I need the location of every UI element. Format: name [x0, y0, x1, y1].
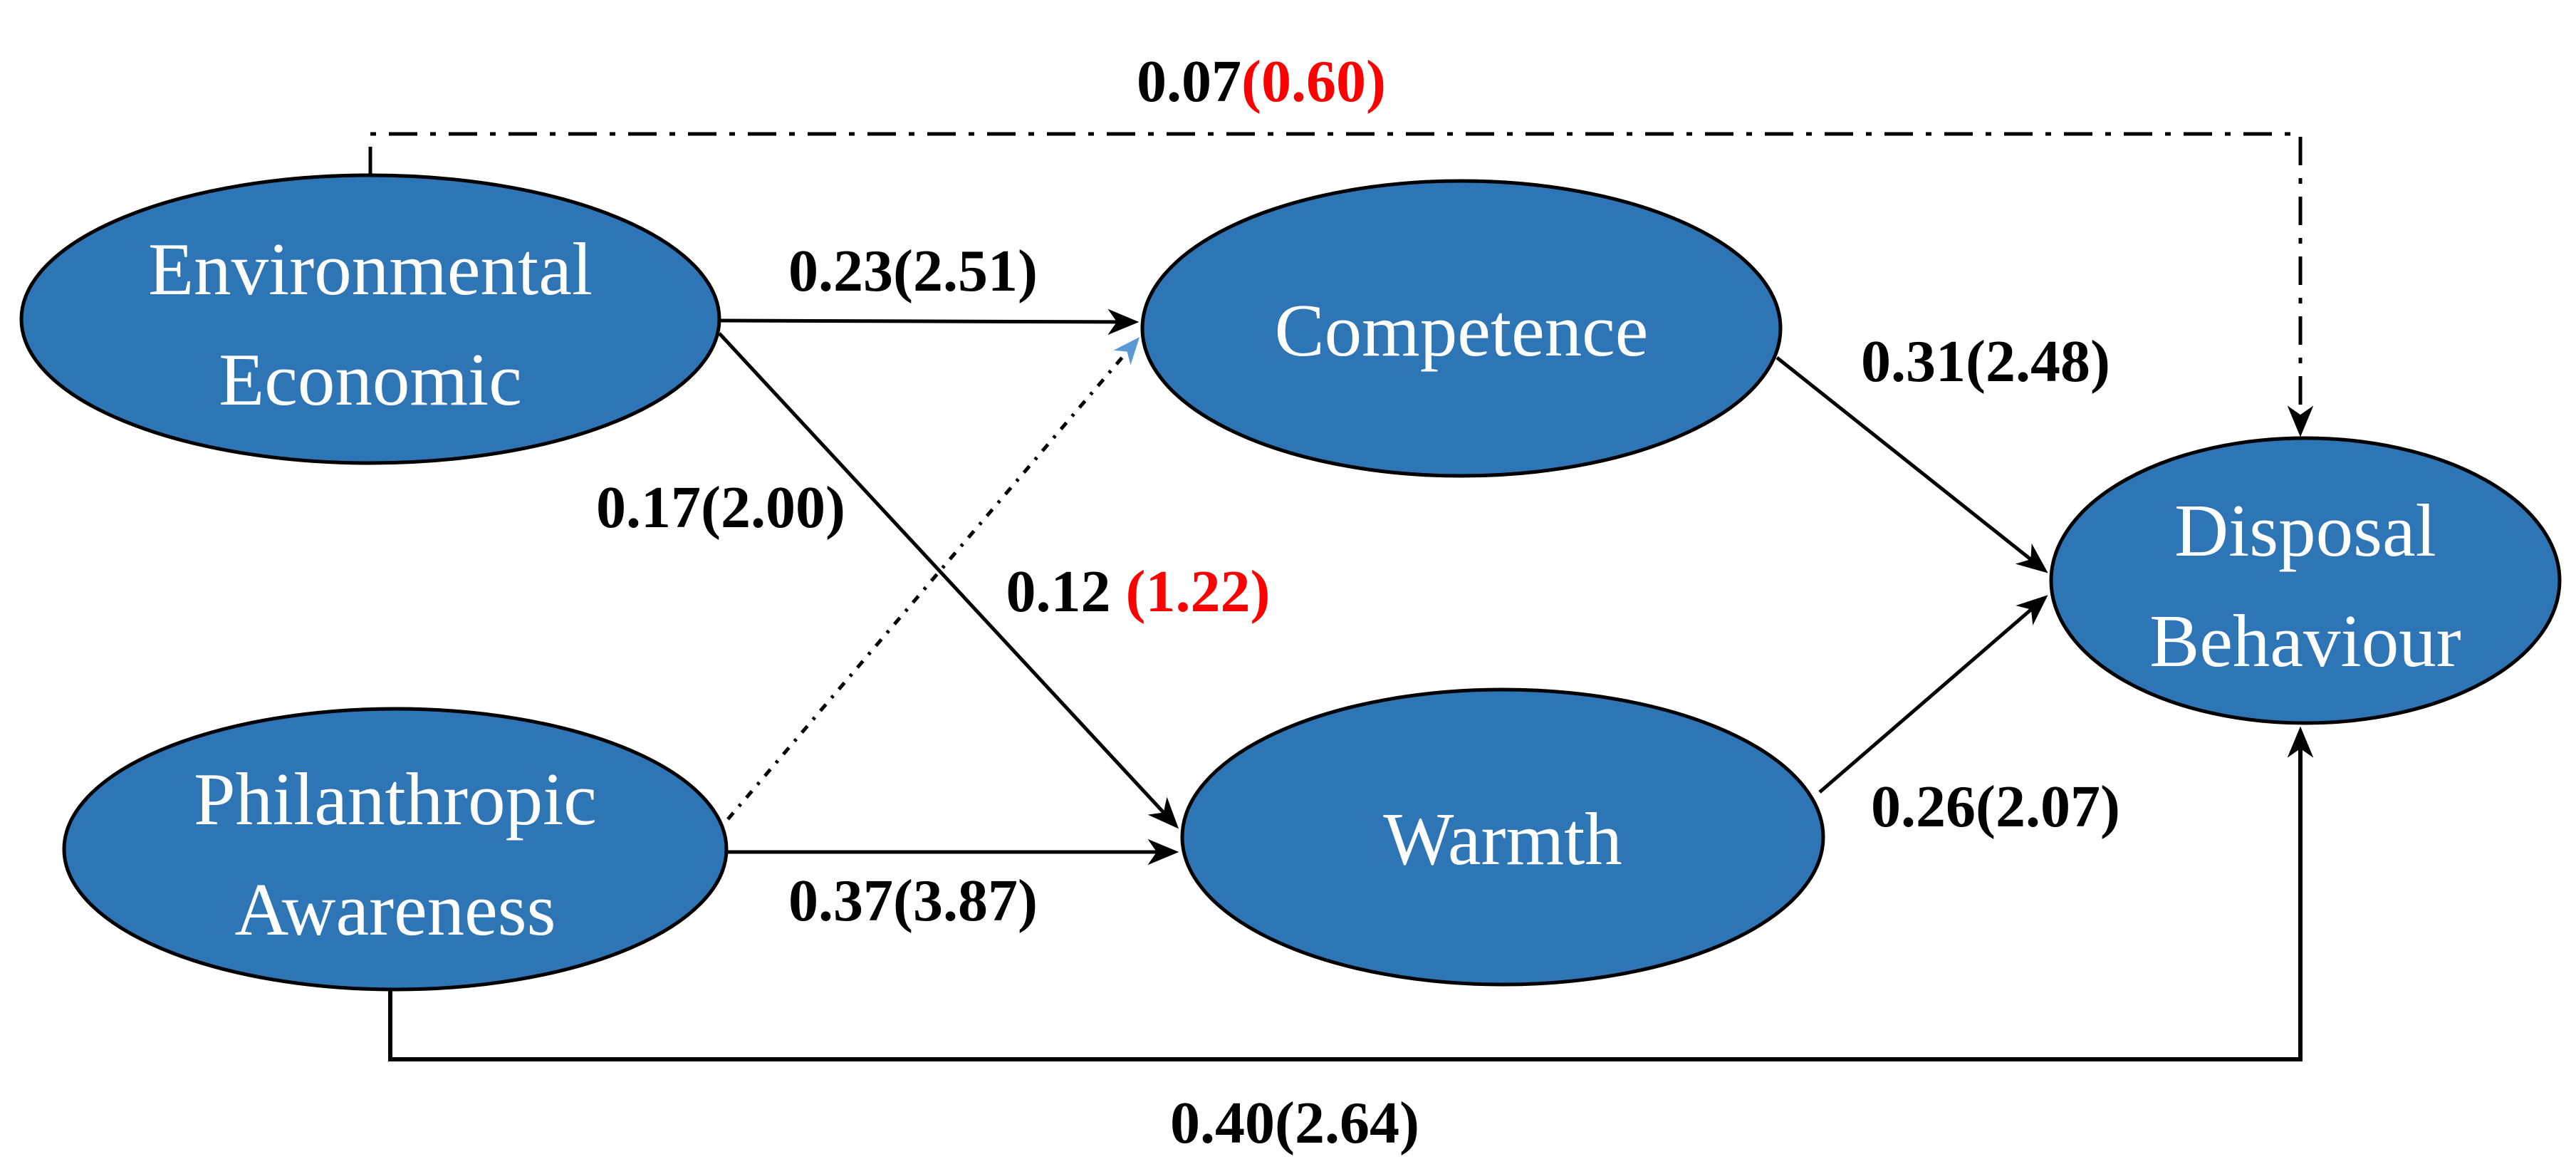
philanthropic-awareness-label-line1: Philanthropic [194, 757, 597, 841]
edge-ee-to-disposal-line [368, 132, 2314, 437]
edge-pa-to-competence-label: 0.12 (1.22) [1006, 559, 1271, 625]
edge-competence-to-disposal-label: 0.31(2.48) [1861, 328, 2110, 395]
edge-ee-to-warmth-line [718, 332, 1179, 829]
edge-ee-to-competence-label: 0.23(2.51) [788, 238, 1038, 304]
node-disposal-behaviour: Disposal Behaviour [2049, 436, 2562, 725]
competence-ellipse [1140, 179, 1783, 478]
edge-pa-to-warmth-label: 0.37(3.87) [788, 868, 1038, 934]
edge-warmth-to-disposal-label: 0.26(2.07) [1871, 774, 2120, 840]
node-environmental-economic: Environmental Economic [19, 173, 721, 465]
t-value-nonsignificant: (1.22) [1126, 559, 1271, 625]
disposal-behaviour-ellipse [2049, 436, 2562, 725]
t-value-nonsignificant: (0.60) [1241, 48, 1386, 115]
environmental-economic-label-line1: Environmental [148, 227, 593, 311]
edge-warmth-to-disposal-line [1818, 595, 2048, 794]
edge-pa-to-competence-line [726, 337, 1140, 821]
philanthropic-awareness-label-line2: Awareness [234, 868, 556, 951]
environmental-economic-label-line2: Economic [219, 338, 522, 421]
coefficient-value: 0.12 [1006, 559, 1126, 625]
node-philanthropic-awareness: Philanthropic Awareness [62, 707, 729, 992]
disposal-behaviour-label-line2: Behaviour [2149, 599, 2461, 682]
warmth-label: Warmth [1383, 797, 1622, 880]
node-warmth: Warmth [1180, 687, 1825, 987]
edge-ee-to-disposal-label: 0.07(0.60) [1137, 48, 1386, 115]
disposal-behaviour-label-line1: Disposal [2174, 489, 2436, 572]
edge-ee-to-warmth-label: 0.17(2.00) [596, 474, 845, 541]
warmth-ellipse [1180, 687, 1825, 987]
edge-pa-to-disposal-label: 0.40(2.64) [1170, 1090, 1419, 1156]
node-competence: Competence [1140, 179, 1783, 478]
philanthropic-awareness-ellipse [62, 707, 729, 992]
competence-label: Competence [1275, 289, 1649, 372]
coefficient-value: 0.07 [1137, 48, 1241, 115]
environmental-economic-ellipse [19, 173, 721, 465]
edge-competence-to-disposal-line [1775, 356, 2048, 573]
edge-ee-to-competence-line [719, 308, 1140, 336]
edge-pa-to-disposal-line [388, 726, 2314, 1061]
